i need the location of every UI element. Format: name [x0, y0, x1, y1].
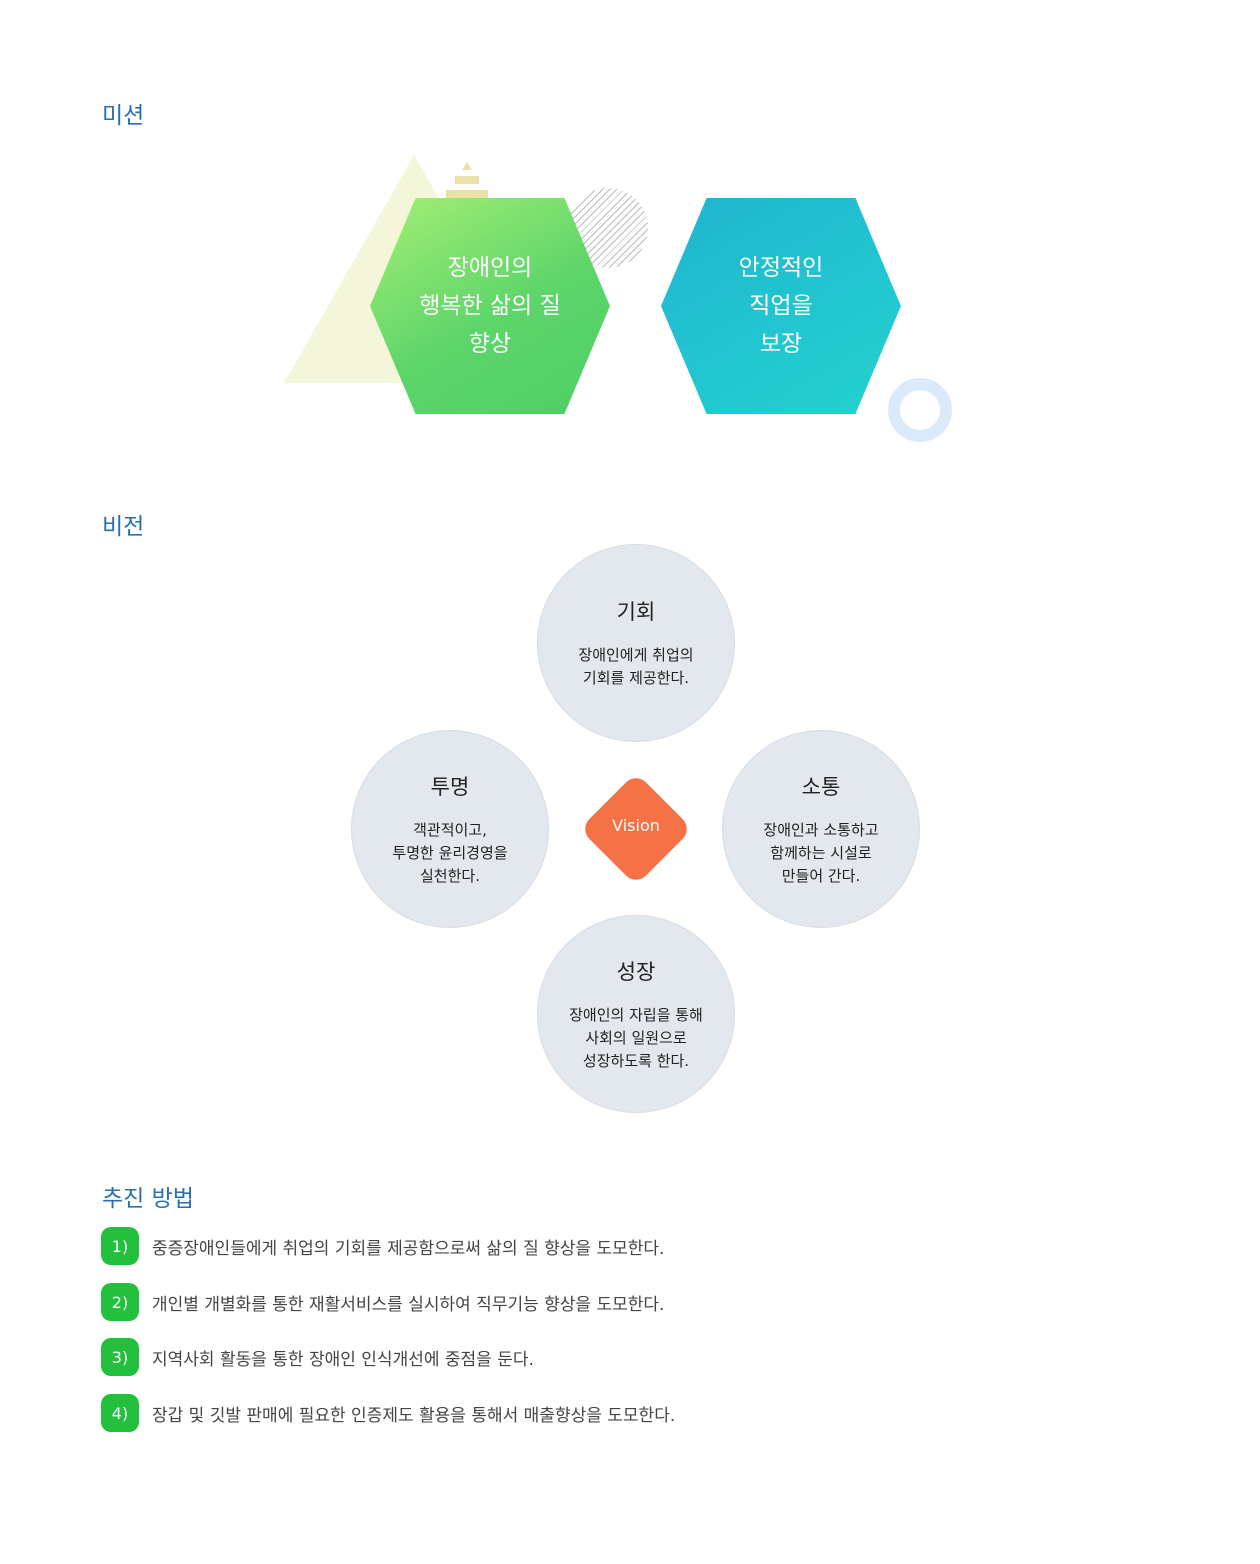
- number-badge: 2): [101, 1283, 139, 1321]
- vision-circle-opportunity: 기회 장애인에게 취업의 기회를 제공한다.: [537, 544, 735, 742]
- mission-heading: 미션: [102, 103, 145, 129]
- number-badge: 4): [101, 1394, 139, 1432]
- method-text: 개인별 개별화를 통한 재활서비스를 실시하여 직무기능 향상을 도모한다.: [152, 1294, 665, 1315]
- mission-text: 향상: [468, 331, 512, 357]
- vision-circle-communication: 소통 장애인과 소통하고 함께하는 시설로 만들어 간다.: [722, 730, 920, 928]
- mission-hexagon-1: 장애인의 행복한 삶의 질 향상: [370, 198, 610, 414]
- vision-circle-growth: 성장 장애인의 자립을 통해 사회의 일원으로 성장하도록 한다.: [537, 915, 735, 1113]
- mission-text: 안정적인: [738, 255, 824, 281]
- vision-label: Vision: [612, 816, 660, 835]
- method-text: 장갑 및 깃발 판매에 필요한 인증제도 활용을 통해서 매출향상을 도모한다.: [152, 1405, 676, 1426]
- mission-text: 행복한 삶의 질: [419, 293, 561, 319]
- method-item: 4) 장갑 및 깃발 판매에 필요한 인증제도 활용을 통해서 매출향상을 도모…: [101, 1394, 675, 1432]
- method-text: 중증장애인들에게 취업의 기회를 제공함으로써 삶의 질 향상을 도모한다.: [152, 1238, 665, 1259]
- mission-text: 보장: [759, 331, 803, 357]
- mission-text: 직업을: [749, 293, 813, 319]
- number-badge: 1): [101, 1227, 139, 1265]
- methods-heading: 추진 방법: [102, 1186, 194, 1212]
- vision-title: 소통: [801, 774, 841, 799]
- vision-circle-transparency: 투명 객관적이고, 투명한 윤리경영을 실천한다.: [351, 730, 549, 928]
- method-item: 2) 개인별 개별화를 통한 재활서비스를 실시하여 직무기능 향상을 도모한다…: [101, 1283, 664, 1321]
- vision-desc: 장애인의 자립을 통해 사회의 일원으로 성장하도록 한다.: [569, 1005, 703, 1070]
- method-item: 3) 지역사회 활동을 통한 장애인 인식개선에 중점을 둔다.: [101, 1338, 534, 1376]
- vision-desc: 객관적이고, 투명한 윤리경영을 실천한다.: [392, 820, 508, 885]
- vision-title: 기회: [616, 600, 656, 624]
- stripe-decoration: [446, 190, 488, 198]
- method-item: 1) 중증장애인들에게 취업의 기회를 제공함으로써 삶의 질 향상을 도모한다…: [101, 1227, 664, 1265]
- vision-title: 투명: [430, 774, 470, 799]
- stripe-decoration: [455, 176, 479, 184]
- vision-desc: 장애인에게 취업의 기회를 제공한다.: [578, 646, 694, 687]
- number-badge: 3): [101, 1338, 139, 1376]
- ring-decoration: [888, 378, 952, 442]
- vision-title: 성장: [616, 959, 656, 984]
- mission-hexagon-2: 안정적인 직업을 보장: [661, 198, 901, 414]
- mission-text: 장애인의: [447, 255, 533, 281]
- stripe-decoration: [462, 162, 472, 170]
- method-text: 지역사회 활동을 통한 장애인 인식개선에 중점을 둔다.: [152, 1349, 534, 1370]
- vision-desc: 장애인과 소통하고 함께하는 시설로 만들어 간다.: [763, 820, 879, 885]
- vision-heading: 비전: [102, 514, 145, 540]
